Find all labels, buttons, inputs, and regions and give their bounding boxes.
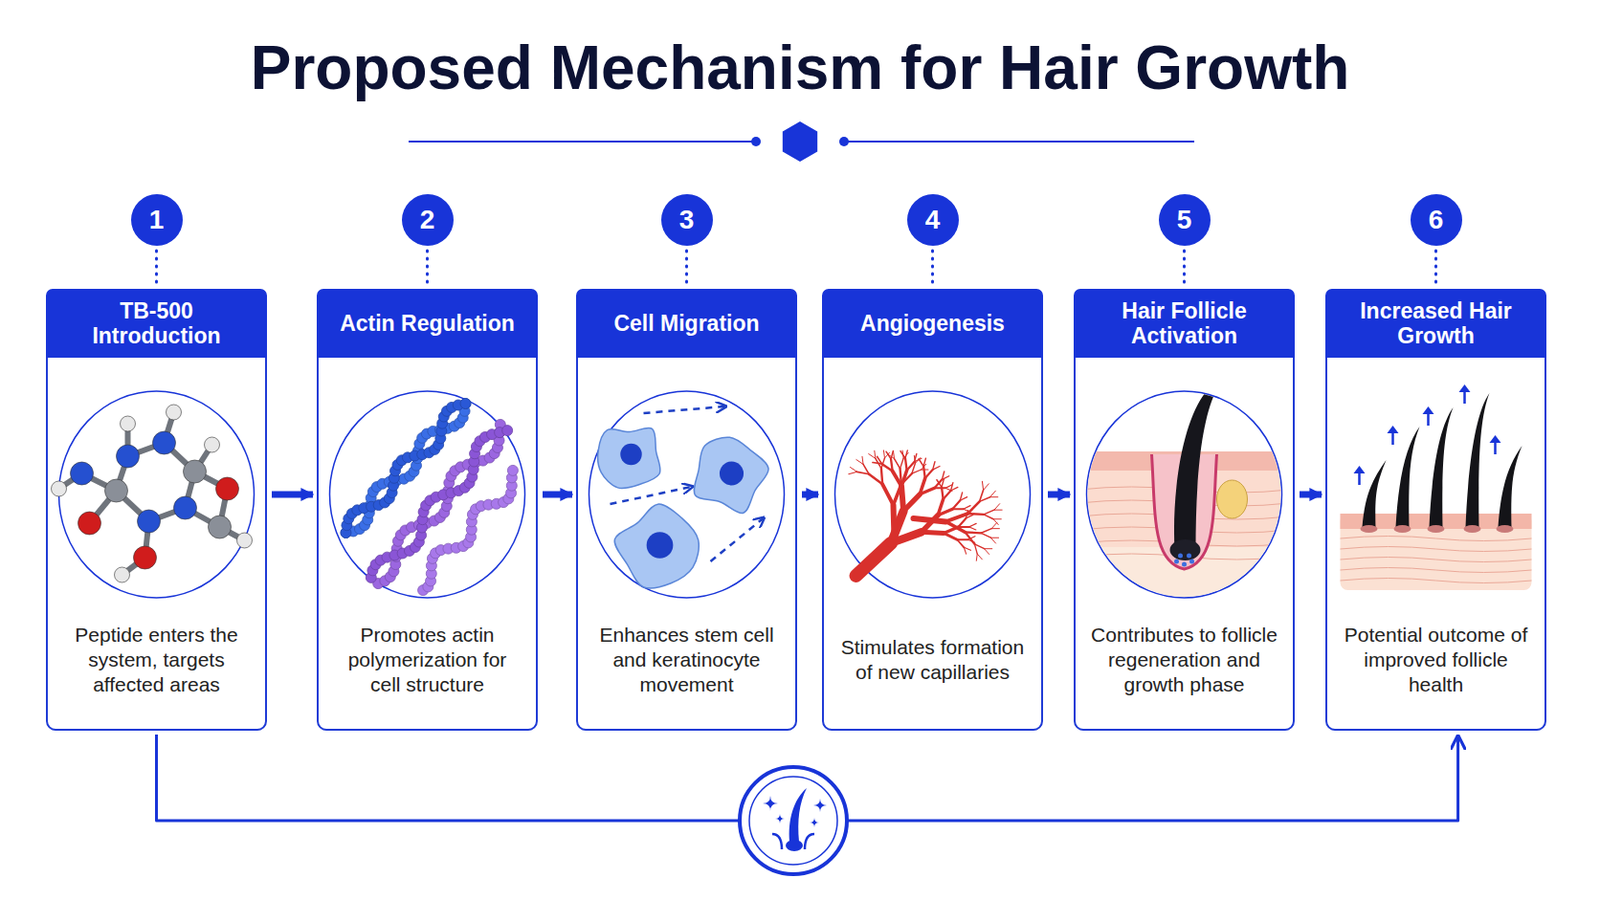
step-number-circle: 1	[131, 194, 183, 246]
step-card: Cell MigrationEnhances stem cell and ker…	[576, 288, 798, 732]
card-body: Promotes actin polymerization for cell s…	[318, 599, 536, 730]
capillary-illustration	[848, 450, 1002, 577]
step-heading: Increased Hair Growth	[1333, 298, 1539, 350]
card-header: Hair Follicle Activation	[1073, 288, 1295, 358]
step-card: Actin RegulationPromotes actin polymeriz…	[316, 288, 538, 732]
step-description: Stimulates formation of new capillaries	[835, 635, 1030, 687]
dotted-connector	[931, 250, 934, 285]
step-heading: Cell Migration	[613, 311, 759, 336]
step-heading: Angiogenesis	[860, 311, 1005, 336]
diagram-title: Proposed Mechanism for Hair Growth	[0, 34, 1600, 102]
card-body: Potential outcome of improved follicle h…	[1327, 599, 1545, 730]
step-number: 4	[925, 204, 941, 236]
card-header: TB-500 Introduction	[45, 288, 267, 358]
molecule-illustration	[51, 404, 253, 583]
card-header: Angiogenesis	[822, 288, 1044, 358]
step-description: Contributes to follicle regeneration and…	[1087, 622, 1282, 699]
dotted-connector	[1434, 250, 1438, 285]
card-body: Stimulates formation of new capillaries	[823, 599, 1042, 730]
hair-follicle-illustration	[1079, 379, 1290, 605]
step-description: Potential outcome of improved follicle h…	[1338, 622, 1534, 699]
illustration-frame	[835, 391, 1031, 599]
dotted-connector	[155, 250, 158, 285]
dotted-connector	[685, 250, 689, 285]
step-number: 3	[679, 204, 695, 236]
card-body: Enhances stem cell and keratinocyte move…	[577, 599, 796, 730]
hair-growth-illustration	[1340, 384, 1533, 591]
step-description: Enhances stem cell and keratinocyte move…	[589, 622, 784, 699]
flow-arrow	[271, 491, 313, 499]
card-header: Actin Regulation	[316, 288, 538, 358]
step-card: Hair Follicle ActivationContributes to f…	[1073, 288, 1295, 732]
illustration-frame	[59, 391, 255, 599]
step-number: 5	[1177, 204, 1193, 236]
migrating-cells-illustration	[598, 406, 769, 589]
step-number: 1	[149, 204, 165, 236]
step-number-circle: 4	[907, 194, 959, 246]
card-body: Contributes to follicle regeneration and…	[1075, 599, 1293, 730]
illustration-frame	[330, 391, 526, 599]
step-number-circle: 2	[401, 194, 454, 246]
step-description: Promotes actin polymerization for cell s…	[330, 622, 525, 699]
step-card: Increased Hair GrowthPotential outcome o…	[1325, 288, 1547, 732]
step-card: AngiogenesisStimulates formation of new …	[822, 288, 1044, 732]
step-number: 2	[420, 204, 436, 236]
flow-arrow	[542, 491, 573, 499]
flow-arrow	[801, 491, 819, 499]
step-description: Peptide enters the system, targets affec…	[59, 622, 254, 699]
flow-arrow	[1047, 491, 1070, 499]
dotted-connector	[1182, 250, 1186, 285]
dotted-connector	[425, 250, 429, 285]
step-card: TB-500 IntroductionPeptide enters the sy…	[45, 288, 267, 732]
actin-filament-illustration	[340, 399, 518, 597]
step-heading: TB-500 Introduction	[53, 298, 260, 350]
step-number: 6	[1428, 204, 1445, 236]
card-header: Increased Hair Growth	[1325, 288, 1547, 358]
step-heading: Actin Regulation	[339, 311, 515, 336]
flow-arrow	[1299, 491, 1322, 499]
step-number-circle: 6	[1410, 194, 1463, 246]
illustration-frame	[589, 391, 785, 599]
step-heading: Hair Follicle Activation	[1081, 298, 1288, 350]
card-body: Peptide enters the system, targets affec…	[47, 599, 266, 730]
step-number-circle: 3	[661, 194, 713, 246]
step-number-circle: 5	[1158, 194, 1211, 246]
card-header: Cell Migration	[576, 288, 798, 358]
title-divider	[408, 121, 1195, 162]
follicle-icon	[739, 767, 847, 875]
